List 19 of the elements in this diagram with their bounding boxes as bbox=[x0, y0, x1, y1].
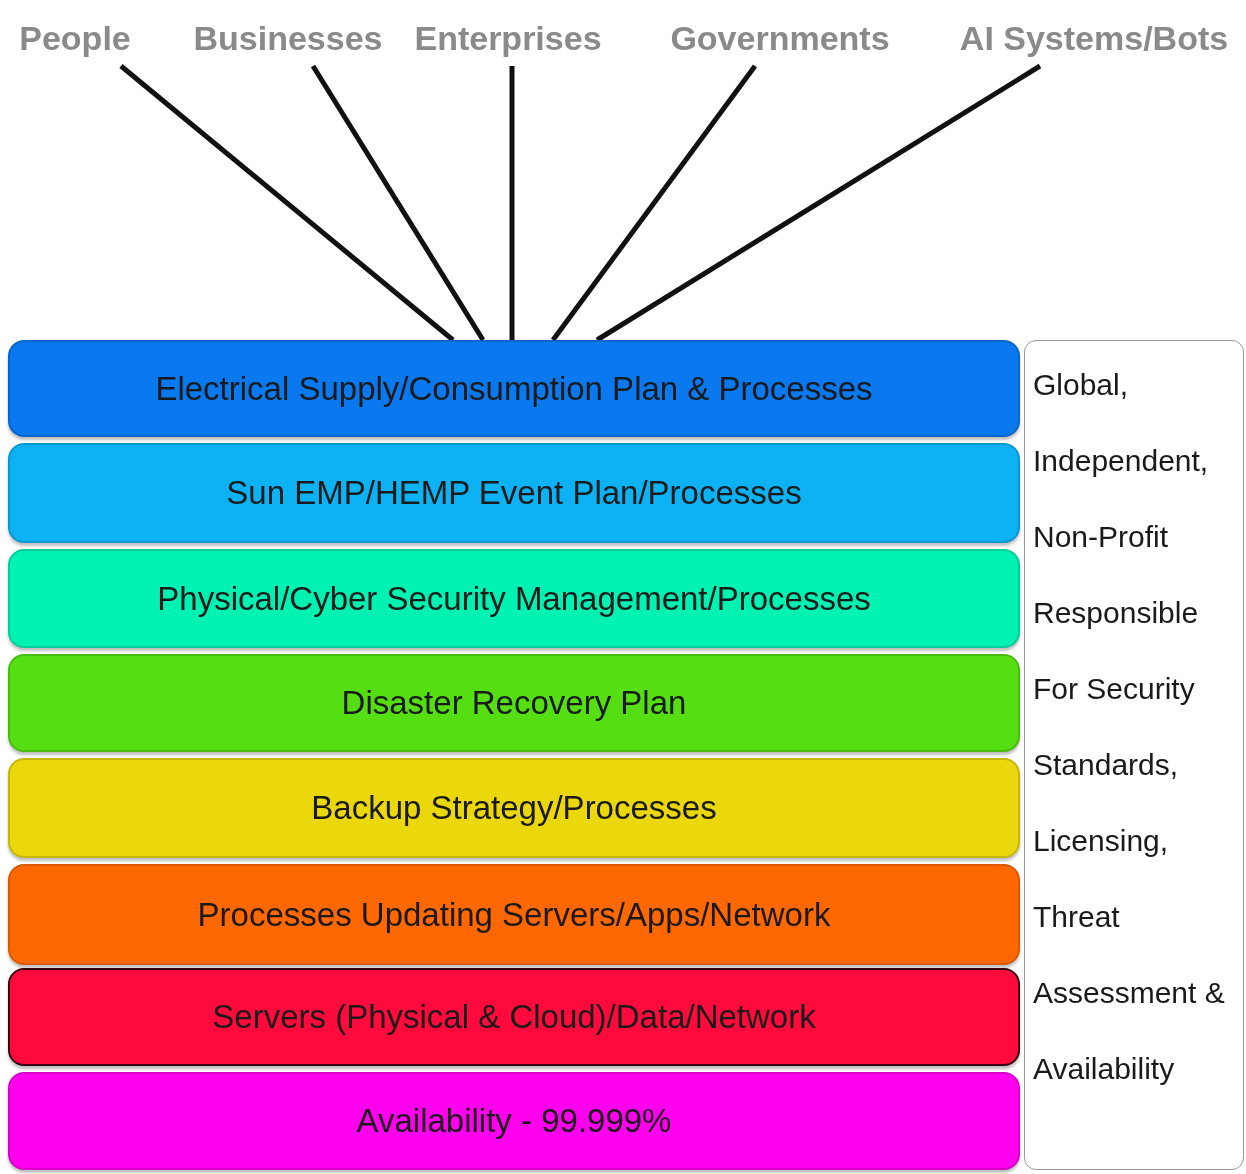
connector-line bbox=[310, 64, 486, 342]
audience-label: Businesses bbox=[193, 10, 383, 66]
layer-band: Processes Updating Servers/Apps/Network bbox=[8, 864, 1020, 965]
side-note-box: Global, Independent, Non-Profit Responsible For Security Standards, Licensing, Threat Assessment & Availability bbox=[1024, 340, 1244, 1170]
layer-band: Physical/Cyber Security Management/Processes bbox=[8, 549, 1020, 648]
layer-band: Backup Strategy/Processes bbox=[8, 758, 1020, 858]
layer-band: Electrical Supply/Consumption Plan & Processes bbox=[8, 340, 1020, 437]
audience-label: Governments bbox=[670, 10, 890, 66]
audience-label: People bbox=[19, 10, 131, 66]
connector-line bbox=[595, 63, 1042, 343]
layer-band: Servers (Physical & Cloud)/Data/Network bbox=[8, 968, 1020, 1066]
layer-band: Availability - 99.999% bbox=[8, 1072, 1020, 1170]
connector-line bbox=[119, 64, 455, 342]
audience-label: Enterprises bbox=[414, 10, 602, 66]
connector-line bbox=[551, 64, 757, 342]
connector-line bbox=[509, 66, 515, 340]
layer-band: Sun EMP/HEMP Event Plan/Processes bbox=[8, 443, 1020, 543]
layer-band: Disaster Recovery Plan bbox=[8, 654, 1020, 752]
audience-label: AI Systems/Bots bbox=[959, 10, 1229, 66]
